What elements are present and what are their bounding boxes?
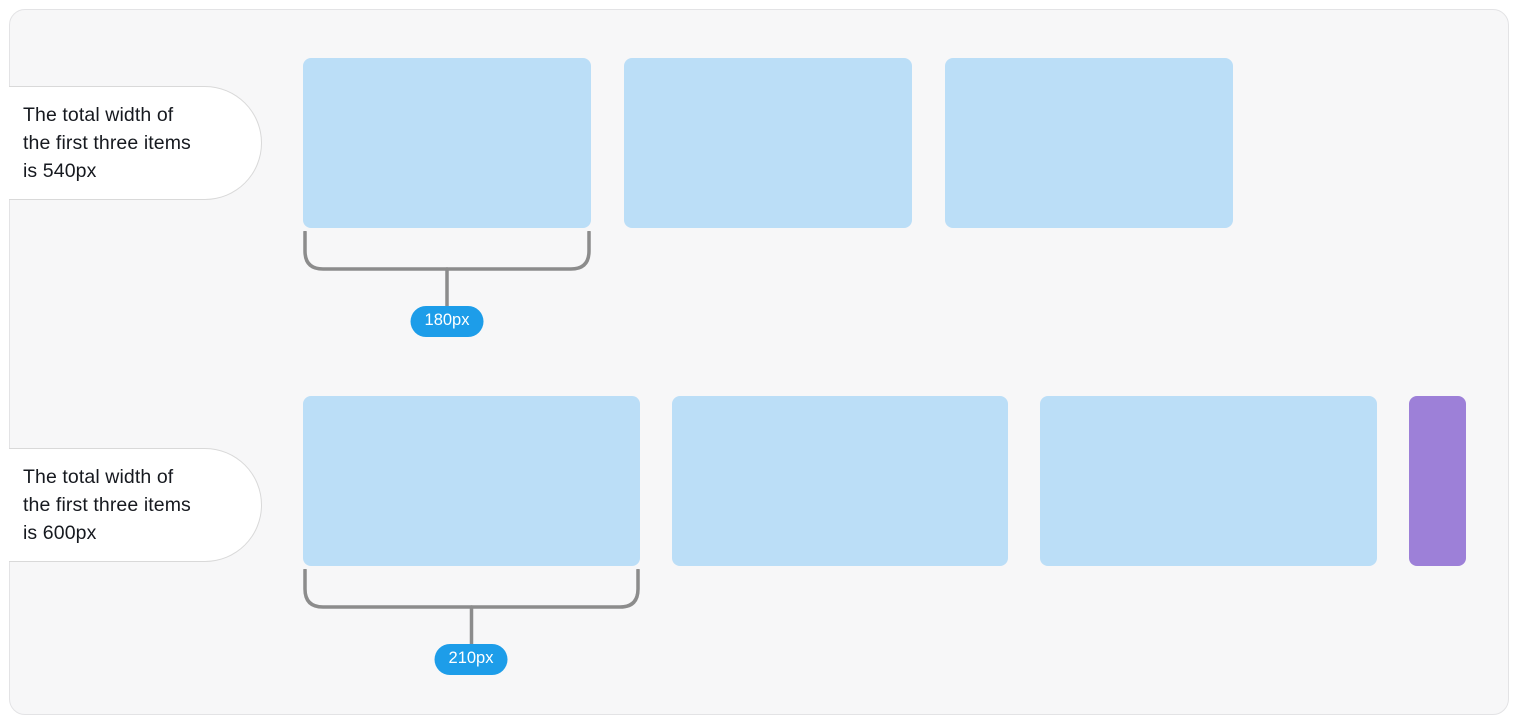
callout-540: The total width of the first three items… [9,86,262,200]
measure-pill-row1: 180px [410,306,484,337]
callout-600: The total width of the first three items… [9,448,262,562]
flex-item-row2-4-purple [1409,396,1466,566]
callout-540-line-1: The total width of [23,104,174,126]
callout-600-text: The total width of the first three items… [9,463,191,547]
callout-600-line-2: the first three items [23,494,191,516]
row-600-items [303,396,1466,566]
callout-540-line-2: the first three items [23,132,191,154]
callout-540-line-3: is 540px [23,160,97,182]
flex-item-row2-1 [303,396,640,566]
flex-item-row2-3 [1040,396,1377,566]
flex-item-row1-1 [303,58,591,228]
diagram-panel: The total width of the first three items… [9,9,1509,715]
flex-item-row2-2 [672,396,1008,566]
row-540-items [303,58,1233,228]
flex-item-row1-3 [945,58,1233,228]
callout-600-line-1: The total width of [23,466,174,488]
flex-item-row1-2 [624,58,912,228]
width-bracket-row1 [303,231,591,307]
measure-pill-row2: 210px [434,644,508,675]
callout-600-line-3: is 600px [23,522,97,544]
width-bracket-row2 [303,569,640,645]
callout-540-text: The total width of the first three items… [9,101,191,185]
